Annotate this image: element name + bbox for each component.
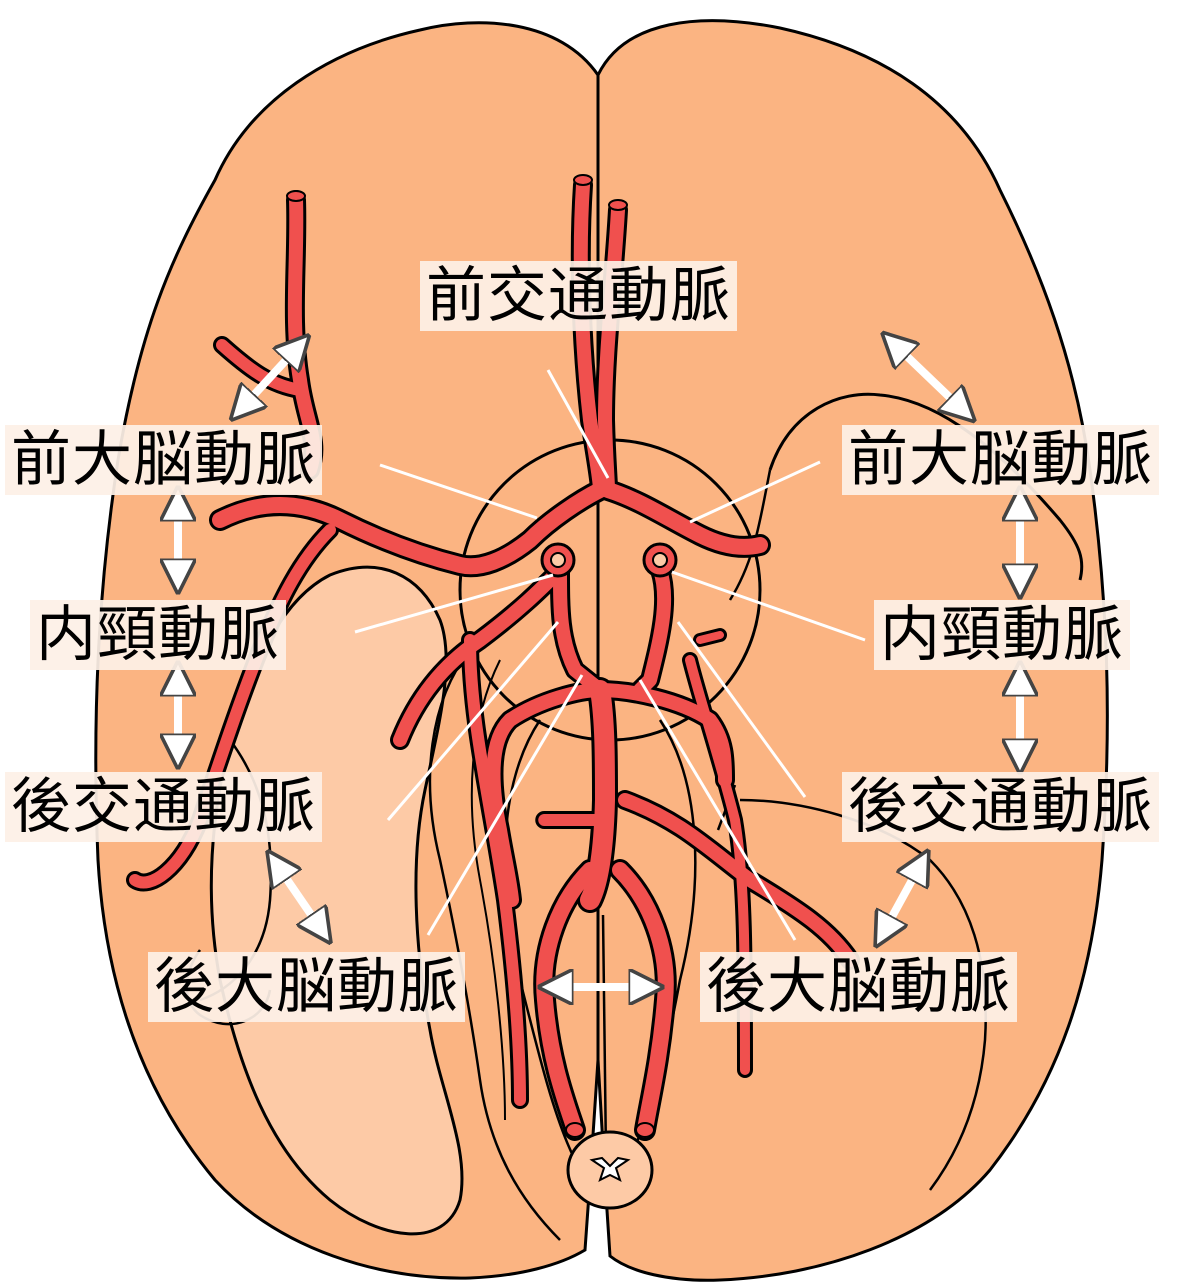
arrow-aca-right-diag <box>892 342 965 412</box>
label-posterior-communicating-artery-right: 後交通動脈 <box>842 772 1159 842</box>
arrow-aca-left-diag <box>240 345 300 410</box>
label-posterior-communicating-artery-left: 後交通動脈 <box>5 772 322 842</box>
right-ica-lumen <box>652 552 668 568</box>
label-posterior-cerebral-artery-left: 後大脳動脈 <box>148 952 465 1022</box>
arrow-left-pcom-pca <box>275 862 323 932</box>
right-cerebellar-edge <box>739 798 987 1191</box>
arrow-right-pcom-pca <box>882 862 922 935</box>
label-internal-carotid-artery-left: 内頸動脈 <box>30 600 286 670</box>
medulla-grey-matter <box>589 1156 631 1182</box>
label-anterior-cerebral-artery-right: 前大脳動脈 <box>842 425 1159 495</box>
double-arrows <box>178 342 1020 987</box>
label-anterior-cerebral-artery-left: 前大脳動脈 <box>5 425 322 495</box>
label-posterior-cerebral-artery-right: 後大脳動脈 <box>700 952 1017 1022</box>
label-anterior-communicating-artery: 前交通動脈 <box>420 261 737 331</box>
left-ica-lumen <box>550 552 566 568</box>
label-internal-carotid-artery-right: 内頸動脈 <box>874 600 1130 670</box>
basilar-midline <box>601 914 608 1156</box>
leader-lines <box>354 369 866 941</box>
